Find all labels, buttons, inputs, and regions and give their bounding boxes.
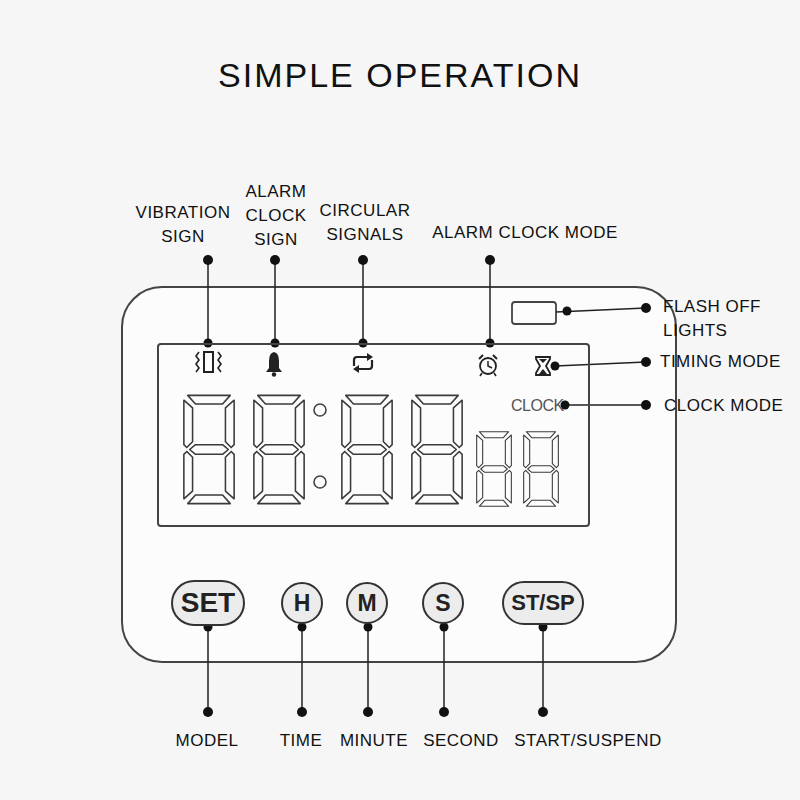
button-label: ST/SP [511,590,575,616]
leader-dots [203,255,651,717]
leader-line [274,260,276,343]
leader-dot [270,255,280,265]
callout-label: MINUTE [329,729,419,753]
loop-icon [367,353,373,361]
flash-light [512,302,556,324]
leader-dot [439,707,449,717]
callout-label: ALARM CLOCK MODE [400,221,650,245]
loop-icon [357,360,372,369]
leader-line [207,627,209,712]
leader-line [443,627,445,712]
leader-dot [485,255,495,265]
callout-label: MODEL [157,729,257,753]
leader-dot [563,307,572,316]
leader-line [301,627,303,712]
callout-label: SECOND [411,729,511,753]
alarm-clock-icon [494,373,496,376]
hourglass-icon [539,359,547,363]
second-button: S [422,582,464,624]
leader-line [555,362,646,366]
leader-dot [363,707,373,717]
minute-button: M [346,582,388,624]
button-label: H [294,590,311,617]
leader-line [367,627,369,712]
callout-label: CIRCULAR SIGNALS [310,199,420,247]
leader-line [542,627,544,712]
segment-digit [184,395,234,503]
leader-lines [208,260,646,712]
leader-dot [358,255,368,265]
segment-digit [342,395,392,503]
leader-dot [641,400,651,410]
callout-label: TIMING MODE [660,350,800,374]
title: SIMPLE OPERATION [0,56,800,95]
hourglass-icon [539,369,547,374]
loop-icon [353,365,359,373]
start-button: ST/SP [502,581,584,625]
alarm-clock-icon [480,358,496,374]
leader-dot [297,707,307,717]
button-label: M [357,590,376,617]
callout-label: FLASH OFF LIGHTS [663,295,773,343]
alarm-clock-icon [479,355,483,359]
segment-digit [412,395,462,503]
callout-label: START/SUSPEND [503,729,673,753]
leader-dot [538,707,548,717]
segment-digit [524,432,559,507]
leader-dot [203,255,213,265]
loop-icon [354,357,369,366]
alarm-clock-icon [480,373,482,376]
leader-line [207,260,209,343]
callout-label: CLOCK MODE [664,394,800,418]
lcd-screen: CLOCK [157,343,590,527]
callout-label: VIBRATION SIGN [133,201,233,249]
callout-label: ALARM CLOCK SIGN [239,180,314,252]
vibration-icon [196,352,199,372]
bell-icon [266,352,282,372]
leader-line [362,260,364,343]
leader-dot [641,357,651,367]
callout-label: TIME [261,729,341,753]
leader-dot [641,303,651,313]
bell-icon [272,372,276,376]
leader-line [489,260,491,343]
timer-body [122,287,676,662]
vibration-icon [204,352,213,372]
button-label: S [435,590,450,617]
colon-dot [314,404,326,416]
leader-line [565,404,646,406]
leader-dot [551,362,560,371]
leader-dot [203,707,213,717]
segment-digit [477,432,512,507]
hour-button: H [281,582,323,624]
button-label: SET [181,587,235,619]
alarm-clock-icon [493,355,497,359]
mode-text: CLOCK [511,397,564,415]
segment-digit [254,395,304,503]
hourglass-icon [536,357,550,375]
vibration-icon [218,352,221,372]
set-button: SET [171,580,245,626]
alarm-clock-icon [488,361,492,368]
colon-dot [314,476,326,488]
